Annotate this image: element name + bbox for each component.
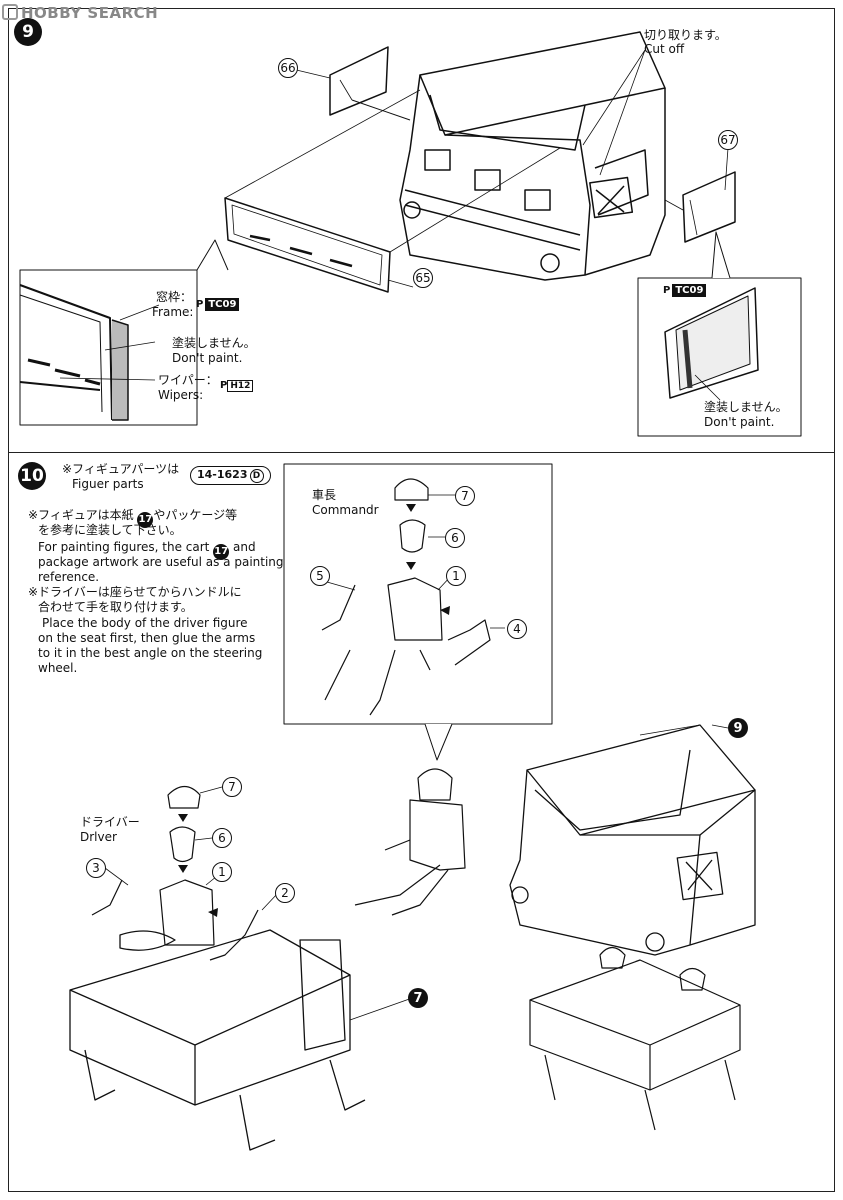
assembled-chassis-illustration: [529, 946, 741, 1131]
part-66-drawing: [329, 46, 389, 116]
commander-part-callout: 6: [445, 528, 465, 548]
step-divider: [8, 452, 835, 453]
driver-label-jp: ドライバー: [80, 815, 140, 829]
wipers-label-jp: ワイパー：: [158, 373, 218, 387]
note2-jp: ※ドライバーは座らせてからハンドルに: [28, 585, 242, 599]
step-10-marker: 10: [18, 462, 46, 490]
part-66-callout: 66: [278, 58, 298, 78]
right-dont-paint-label-jp: 塗装しません。: [704, 400, 788, 414]
driver-label-en: Drlver: [80, 830, 117, 844]
note1-en-2: package artwork are useful as a painting: [38, 555, 284, 569]
right-dont-paint-label-en: Don't paint.: [704, 415, 775, 429]
part-67-callout: 67: [718, 130, 738, 150]
commander-part-callout: 5: [310, 566, 330, 586]
driver-figure: [91, 785, 259, 961]
step-9-marker: 9: [14, 18, 42, 46]
commander-inset-box: [283, 463, 553, 725]
chassis-illustration: [69, 929, 366, 1151]
driver-part-callout: 1: [212, 862, 232, 882]
commander-part-callout: 7: [455, 486, 475, 506]
arrows: [178, 504, 450, 917]
logo-icon: [2, 4, 18, 20]
part-65-callout: 65: [413, 268, 433, 288]
seated-commander-figure: [354, 768, 466, 916]
cab-illustration: [399, 31, 666, 281]
commander-part-callout: 4: [507, 619, 527, 639]
frame-label-en: Frame:: [152, 305, 194, 319]
figure-parts-label-jp: ※フィギュアパーツは: [62, 462, 180, 476]
commander-label-jp: 車長: [312, 488, 337, 502]
note2-jp-2: 合わせて手を取り付けます。: [38, 600, 193, 614]
frame-label-jp: 窓枠：: [156, 290, 193, 304]
left-inset-box: [19, 269, 198, 426]
figure-parts-label-en: Figuer parts: [72, 477, 144, 491]
note2-en-3: to it in the best angle on the steering: [38, 646, 263, 660]
driver-part-callout: 3: [86, 858, 106, 878]
note1-en: For painting figures, the cart 17 and: [38, 540, 256, 560]
part-67-drawing: [682, 171, 736, 243]
assembled-cab-illustration: [509, 724, 756, 956]
note2-en: Place the body of the driver figure: [42, 616, 248, 630]
driver-part-callout: 7: [222, 777, 242, 797]
wipers-label-en: Wipers:: [158, 388, 204, 402]
note2-en-4: wheel.: [38, 661, 78, 675]
subassembly-9-callout: 9: [728, 718, 748, 738]
note1-jp-2: を参考に塗装して下さい。: [38, 523, 182, 537]
page-frame: [8, 8, 835, 1192]
dont-paint-label-jp: 塗装しません。: [172, 336, 256, 350]
commander-figure: [321, 478, 491, 716]
cut-off-label-jp: 切り取ります。: [644, 28, 727, 42]
driver-part-callout: 2: [275, 883, 295, 903]
note1-jp: ※フィギュアは本紙 17やパッケージ等: [28, 508, 237, 528]
note1-en-3: reference.: [38, 570, 100, 584]
dont-paint-label-en: Don't paint.: [172, 351, 243, 365]
driver-part-callout: 6: [212, 828, 232, 848]
commander-part-callout: 1: [446, 566, 466, 586]
note2-en-2: on the seat first, then glue the arms: [38, 631, 256, 645]
watermark: HOBBY SEARCH: [2, 4, 158, 22]
cut-off-label-en: Cut off: [644, 42, 685, 56]
part-65-drawing: [224, 197, 391, 293]
commander-label-en: Commandr: [312, 503, 379, 517]
subassembly-7-callout: 7: [408, 988, 428, 1008]
